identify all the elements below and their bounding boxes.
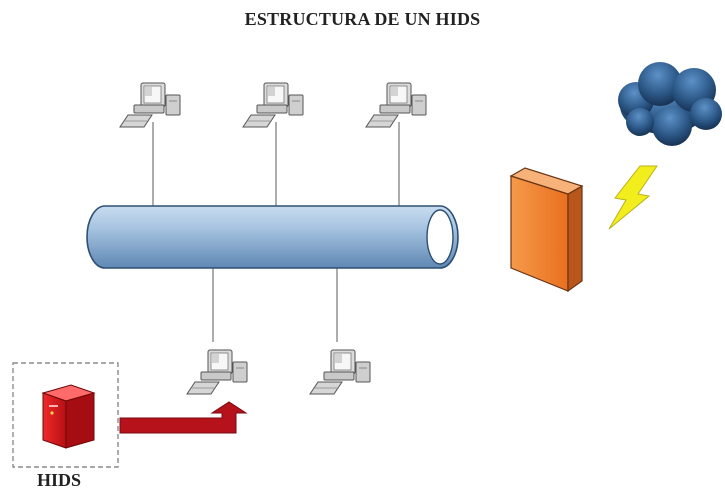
server-icon	[41, 384, 96, 449]
arrow-icon	[119, 401, 248, 434]
desktop-computer-icon	[309, 349, 371, 395]
cloud-icon	[618, 62, 722, 146]
hids-label: HIDS	[37, 470, 82, 490]
desktop-computer-icon	[186, 349, 248, 395]
hids-boundary	[12, 362, 119, 468]
desktop-computer-icon	[242, 82, 304, 128]
firewall-icon	[509, 167, 584, 293]
desktop-computer-icon	[365, 82, 427, 128]
network-backbone	[86, 205, 459, 269]
diagram-title: ESTRUCTURA DE UN HIDS	[244, 9, 481, 29]
lightning-icon	[608, 165, 658, 230]
desktop-computer-icon	[119, 82, 181, 128]
